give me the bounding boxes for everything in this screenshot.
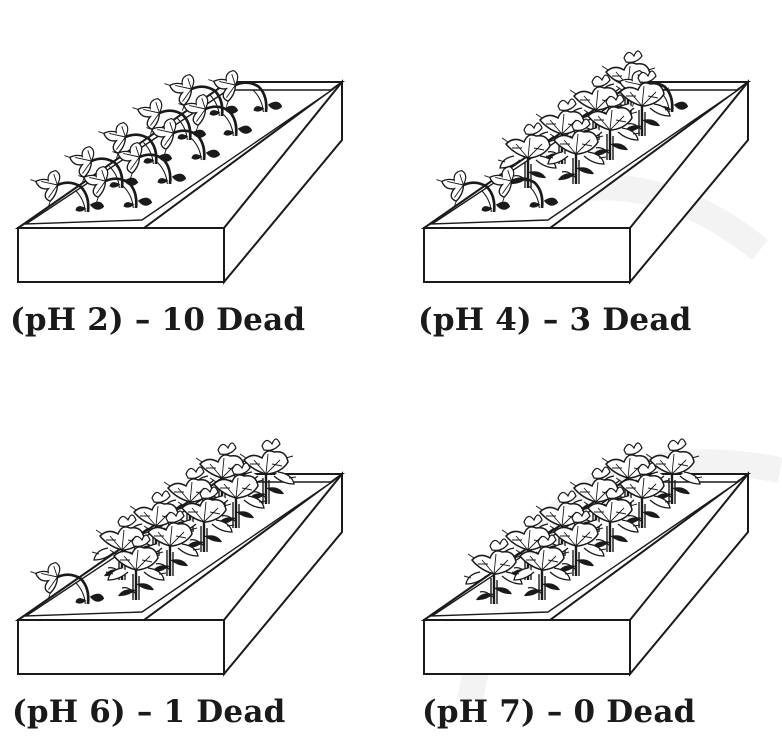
caption-ph2: (pH 2) – 10 Dead: [10, 302, 306, 338]
caption-ph4: (pH 4) – 3 Dead: [418, 302, 692, 338]
caption-ph6: (pH 6) – 1 Dead: [12, 694, 286, 730]
caption-ph7: (pH 7) – 0 Dead: [422, 694, 696, 730]
